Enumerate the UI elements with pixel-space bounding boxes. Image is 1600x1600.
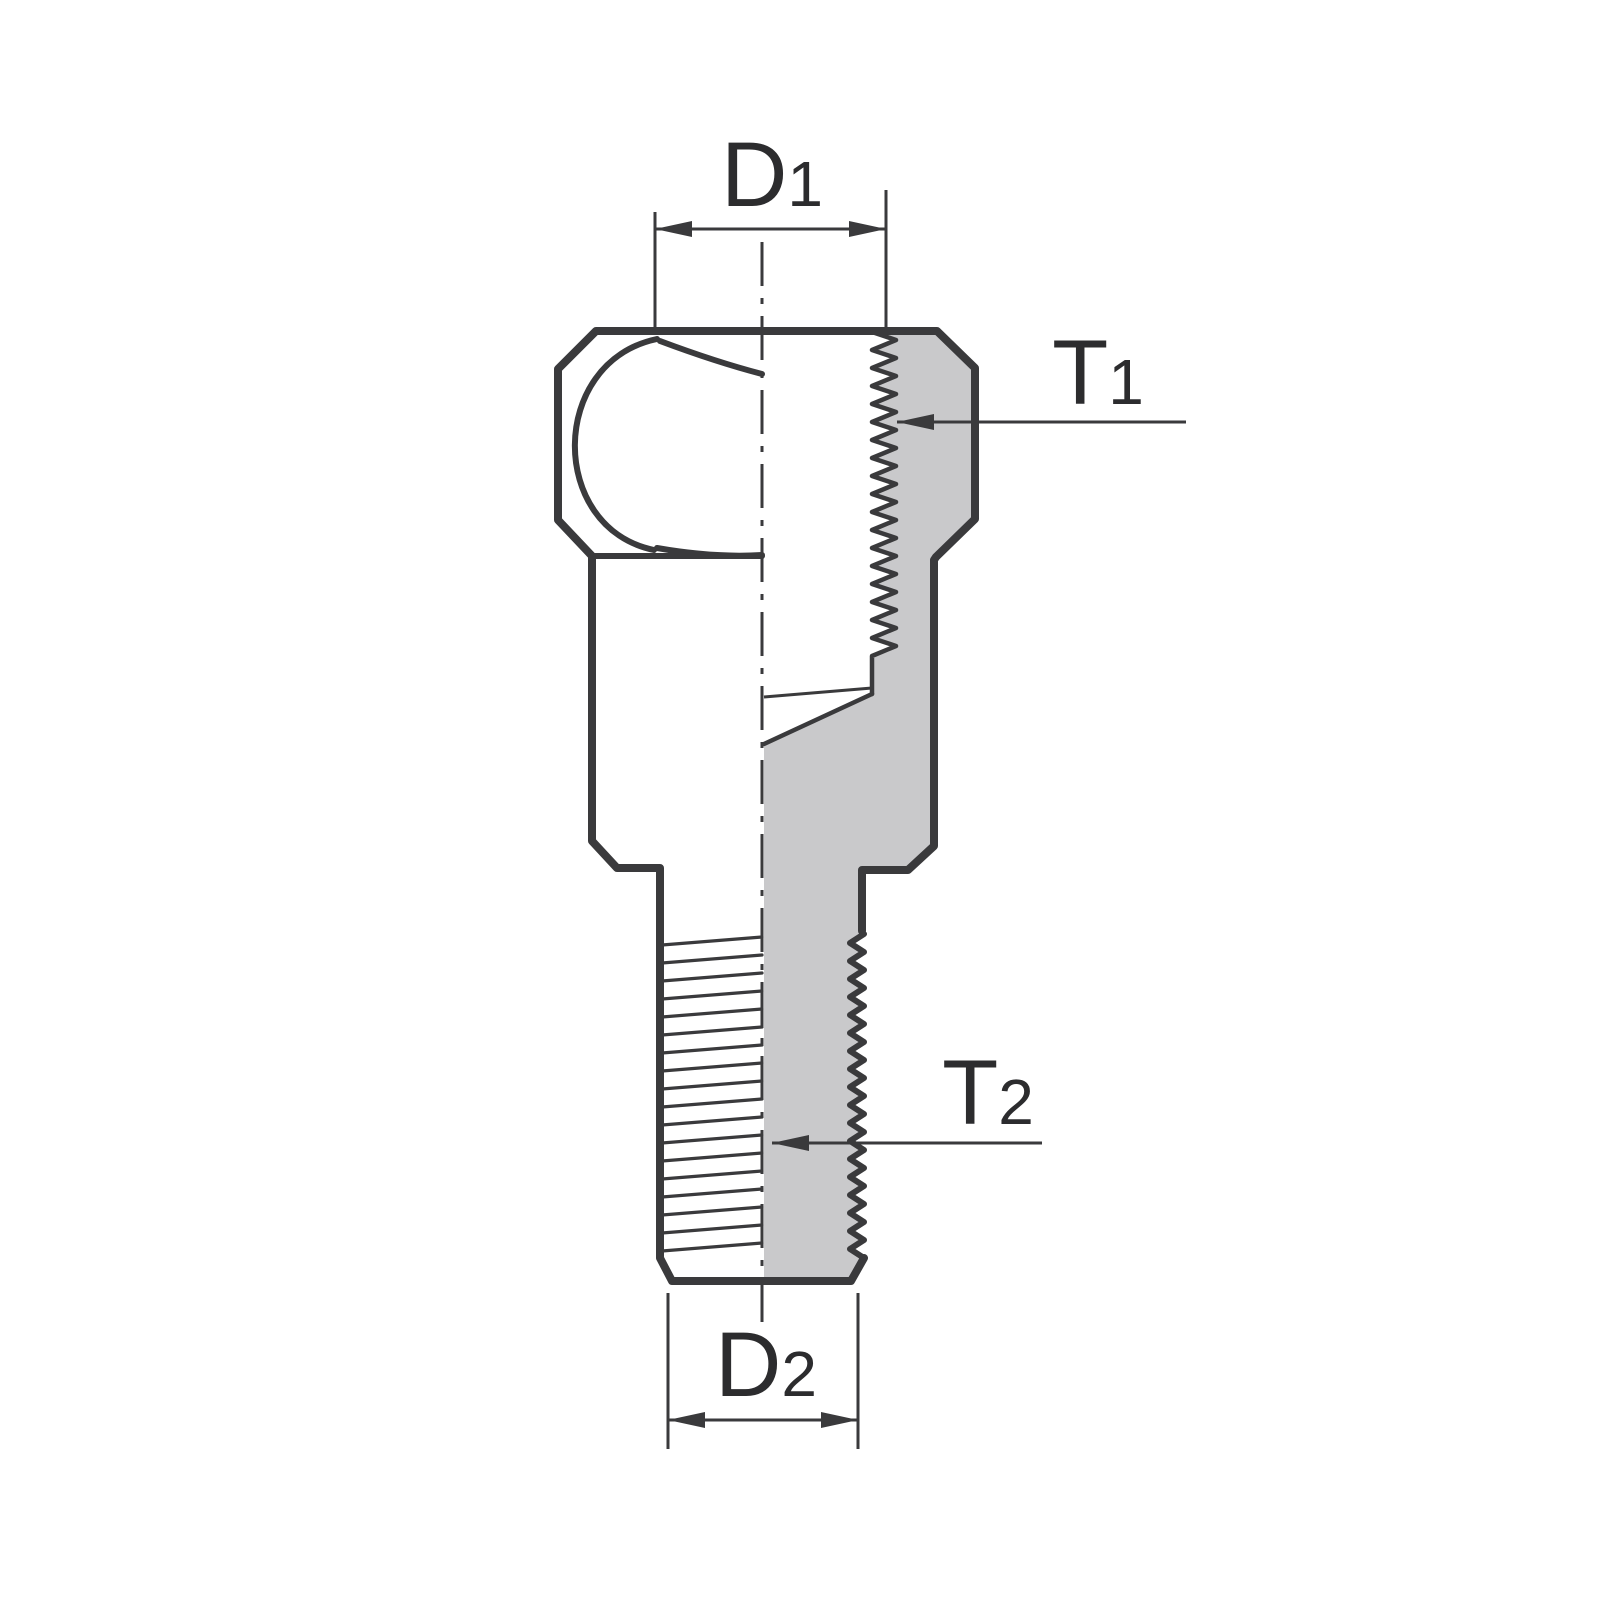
- leader-t2: T2: [772, 1042, 1042, 1151]
- hex-chamfer-arc-bottom: [654, 545, 765, 559]
- part-outline: [554, 327, 979, 1285]
- d1-extension-lines: [653, 190, 888, 334]
- d2-arrow-right: [821, 1412, 858, 1428]
- hex-facet-arc: [571, 336, 660, 553]
- thread-crest-lines: [660, 935, 764, 1253]
- label-t1: T1: [1052, 322, 1144, 424]
- section-fill: [764, 331, 975, 1281]
- drill-cone-line: [761, 691, 875, 747]
- d1-arrow-left: [655, 221, 692, 237]
- label-d2: D2: [715, 1314, 817, 1416]
- dimension-d1: D1: [653, 124, 888, 334]
- dimension-d2: D2: [666, 1293, 860, 1449]
- internal-thread-profile: [869, 329, 899, 697]
- d2-arrow-left: [668, 1412, 705, 1428]
- label-d1: D1: [721, 124, 823, 226]
- d2-extension-lines: [666, 1293, 860, 1449]
- d1-arrow-right: [849, 221, 886, 237]
- external-thread-profile: [847, 931, 867, 1261]
- leader-t1: T1: [897, 322, 1186, 430]
- hex-chamfer-arc-top: [657, 338, 765, 377]
- label-t2: T2: [942, 1042, 1034, 1144]
- t2-arrow: [772, 1135, 809, 1151]
- t1-arrow: [897, 414, 934, 430]
- thread-runout-line: [763, 686, 873, 699]
